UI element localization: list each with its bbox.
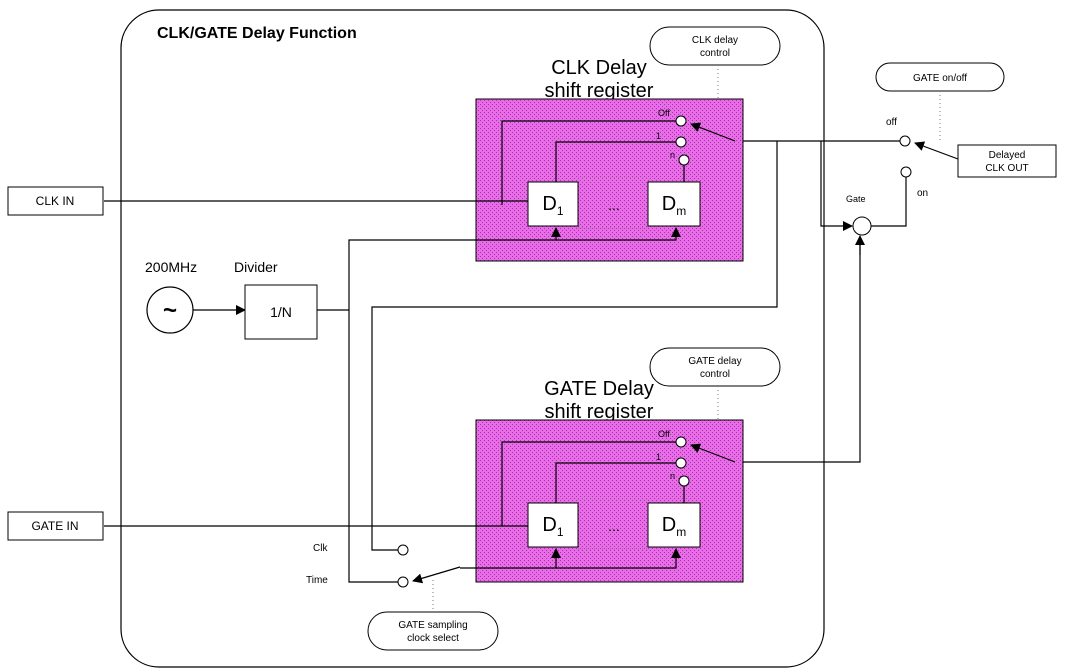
gate-off-contact	[899, 135, 911, 147]
gate-shift-register	[475, 419, 744, 583]
gate-tap-1-label: 1	[656, 452, 661, 462]
clk-delay-control-line2: control	[700, 48, 730, 59]
gate-tap-off-label: Off	[658, 429, 670, 439]
sampling-select-bubble	[367, 611, 499, 651]
divider-title: Divider	[234, 259, 278, 275]
divider-box	[244, 284, 318, 340]
gate-register-title-1: GATE Delay	[544, 378, 654, 400]
gate-node-label: Gate	[846, 194, 866, 204]
sampling-time-contact	[397, 576, 409, 588]
gate-and-node	[852, 216, 872, 236]
gate-dm-label: Dm	[662, 514, 686, 539]
clk-shift-register	[475, 98, 744, 262]
gate-delay-control-line2: control	[700, 369, 730, 380]
sampling-time-label: Time	[306, 575, 328, 586]
clk-dm-box	[647, 181, 701, 227]
sampling-clk-label: Clk	[313, 543, 328, 554]
clk-ellipsis: ...	[608, 197, 620, 213]
gate-tap-n	[678, 475, 690, 487]
sampling-clk-contact	[397, 544, 409, 556]
gate-onoff-switch-arrow	[914, 141, 959, 160]
gate-tap-1	[675, 457, 687, 469]
sampling-select-line1: GATE sampling	[398, 620, 467, 631]
clk-delay-switch-arrow	[690, 122, 736, 142]
clk-dm-label: Dm	[662, 193, 686, 218]
delayed-clk-out-line2: CLK OUT	[985, 163, 1028, 174]
clk-tap-1	[675, 136, 687, 148]
gate-ellipsis: ...	[608, 518, 620, 534]
gate-off-label: off	[886, 117, 897, 128]
clk-tap-1-label: 1	[656, 131, 661, 141]
divider-label: 1/N	[270, 304, 292, 320]
clk-in-label: CLK IN	[36, 194, 75, 208]
clk-tap-n-label: n	[670, 150, 675, 160]
gate-tap-off	[675, 436, 687, 448]
clk-delay-control-line1: CLK delay	[692, 35, 738, 46]
sampling-select-line2: clock select	[407, 633, 459, 644]
oscillator-freq: 200MHz	[145, 259, 197, 275]
clk-in-box	[7, 186, 104, 216]
gate-on-label: on	[917, 188, 928, 199]
gate-tap-n-label: n	[670, 471, 675, 481]
gate-d1-box	[527, 502, 579, 548]
gate-register-title-2: shift register	[545, 401, 654, 423]
clk-tap-off	[675, 115, 687, 127]
diagram-title: CLK/GATE Delay Function	[157, 25, 357, 42]
clk-tap-n	[678, 154, 690, 166]
gate-delay-control-line1: GATE delay	[688, 356, 741, 367]
gate-delay-switch-arrow	[690, 443, 736, 463]
function-frame	[120, 9, 825, 668]
gate-in-box	[7, 511, 104, 541]
sampling-switch-arrow	[412, 566, 461, 584]
delayed-clk-out-box	[957, 144, 1057, 178]
clk-delay-control-bubble	[649, 26, 781, 66]
gate-in-label: GATE IN	[31, 519, 78, 533]
clk-register-title-2: shift register	[545, 80, 654, 102]
gate-dm-box	[647, 502, 701, 548]
delayed-clk-out-line1: Delayed	[989, 150, 1026, 161]
clk-d1-label: D1	[542, 193, 563, 218]
gate-d1-label: D1	[542, 514, 563, 539]
gate-delay-control-bubble	[649, 347, 781, 387]
gate-onoff-label: GATE on/off	[913, 73, 967, 84]
gate-on-contact	[900, 166, 912, 178]
clk-tap-off-label: Off	[658, 108, 670, 118]
oscillator-symbol: ~	[163, 297, 177, 324]
clk-d1-box	[527, 181, 579, 227]
clk-register-title-1: CLK Delay	[551, 57, 647, 79]
